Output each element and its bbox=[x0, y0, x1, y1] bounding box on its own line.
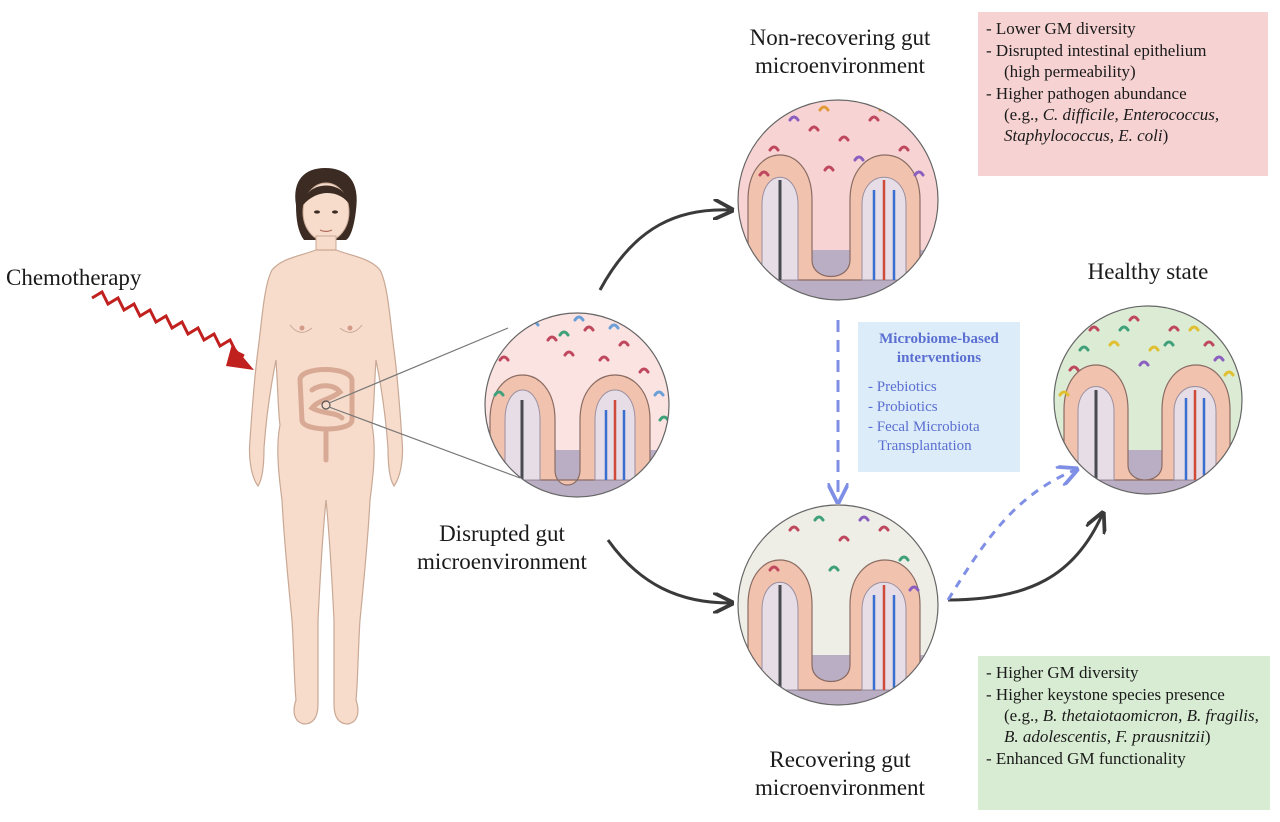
chemotherapy-zigzag-arrow bbox=[91, 289, 245, 358]
human-figure bbox=[248, 168, 404, 725]
zoom-line-lower bbox=[328, 406, 521, 479]
non-recovering-item: - Disrupted intestinal epithelium(high p… bbox=[986, 41, 1207, 81]
non-recovering-gut-circle bbox=[737, 99, 939, 301]
zoom-line-upper bbox=[328, 327, 509, 404]
recovering-label: Recovering gut microenvironment bbox=[755, 747, 925, 800]
recovering-info-box: - Higher GM diversity - Higher keystone … bbox=[978, 656, 1270, 810]
recovering-item: - Enhanced GM functionality bbox=[986, 749, 1186, 768]
arrow-to-healthy-dashed bbox=[946, 470, 1075, 601]
chemotherapy-label: Chemotherapy bbox=[6, 265, 142, 290]
interventions-box: Microbiome-based interventions - Prebiot… bbox=[858, 322, 1020, 472]
healthy-label: Healthy state bbox=[1087, 259, 1209, 284]
intervention-item: - Probiotics bbox=[868, 399, 938, 415]
disrupted-gut-circle bbox=[484, 312, 670, 498]
intervention-item: - Prebiotics bbox=[868, 379, 937, 395]
non-recovering-item: - Lower GM diversity bbox=[986, 19, 1136, 38]
intervention-item: - Fecal Microbiota Transplantation bbox=[868, 419, 980, 454]
non-recovering-item: - Higher pathogen abundance(e.g., C. dif… bbox=[986, 84, 1220, 145]
recovering-item: - Higher keystone species presence(e.g.,… bbox=[986, 685, 1259, 746]
recovering-item: - Higher GM diversity bbox=[986, 663, 1139, 682]
disrupted-label: Disrupted gut microenvironment bbox=[417, 521, 587, 574]
non-recovering-label: Non-recovering gut microenvironment bbox=[749, 25, 931, 78]
arrow-to-non-recovering bbox=[598, 210, 730, 291]
arrow-to-healthy-solid bbox=[947, 515, 1102, 602]
interventions-title: Microbiome-based interventions bbox=[879, 331, 999, 366]
arrow-to-recovering bbox=[606, 539, 730, 603]
chemotherapy-arrowhead bbox=[226, 344, 254, 370]
healthy-gut-circle bbox=[1053, 305, 1243, 495]
non-recovering-info-box: - Lower GM diversity - Disrupted intesti… bbox=[978, 12, 1268, 176]
recovering-gut-circle bbox=[737, 504, 939, 706]
